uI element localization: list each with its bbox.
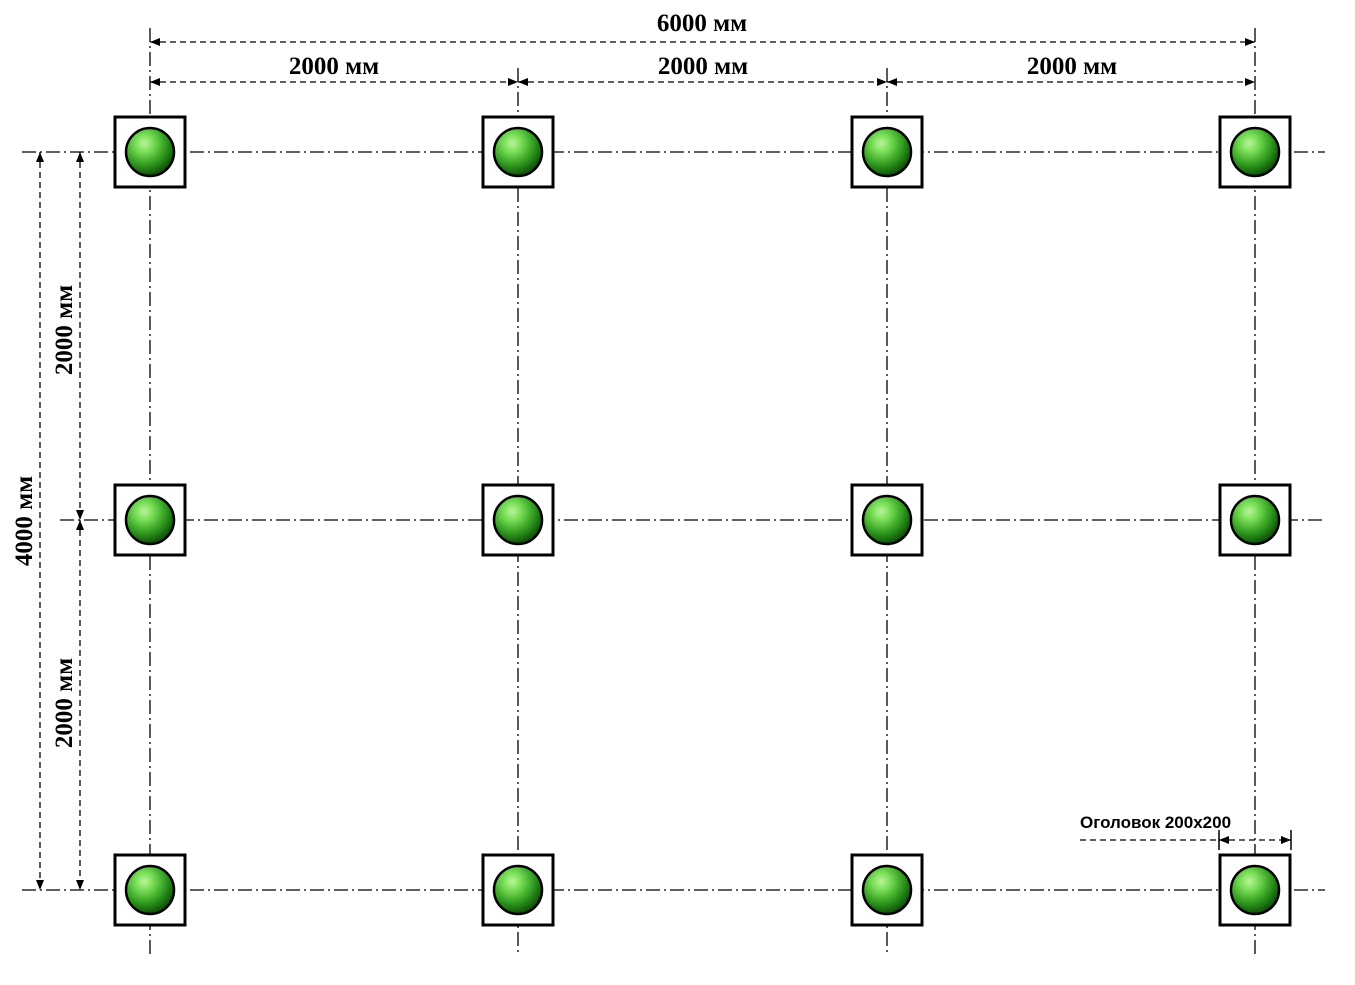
pile-head: [861, 864, 913, 916]
pile: [481, 853, 555, 927]
pile-head: [861, 126, 913, 178]
pile: [1218, 483, 1292, 557]
label-total-depth: 4000 мм: [11, 476, 38, 566]
pile-head: [861, 494, 913, 546]
label-total-width: 6000 мм: [657, 10, 747, 37]
pile-head: [124, 126, 176, 178]
pile-head: [1229, 126, 1281, 178]
pile-head: [492, 864, 544, 916]
pile: [850, 853, 924, 927]
pile: [1218, 115, 1292, 189]
dimension-lines: [36, 38, 1291, 890]
pile: [850, 483, 924, 557]
label-span-x-1: 2000 мм: [289, 53, 379, 80]
label-span-x-2: 2000 мм: [658, 53, 748, 80]
pile-head: [492, 494, 544, 546]
label-span-x-3: 2000 мм: [1027, 53, 1117, 80]
label-span-y-1: 2000 мм: [51, 285, 78, 375]
pile: [481, 115, 555, 189]
pile: [1218, 853, 1292, 927]
pile: [850, 115, 924, 189]
pile: [113, 853, 187, 927]
pile: [113, 115, 187, 189]
pile-head: [492, 126, 544, 178]
pile-head: [1229, 864, 1281, 916]
pile: [481, 483, 555, 557]
cap-extension-ticks: [1218, 830, 1292, 850]
pile-head: [1229, 494, 1281, 546]
pile: [113, 483, 187, 557]
pile-head: [124, 864, 176, 916]
cap-size-note: Оголовок 200x200: [1080, 813, 1231, 832]
label-span-y-2: 2000 мм: [51, 658, 78, 748]
pile-head: [124, 494, 176, 546]
pile-grid: [113, 115, 1292, 927]
